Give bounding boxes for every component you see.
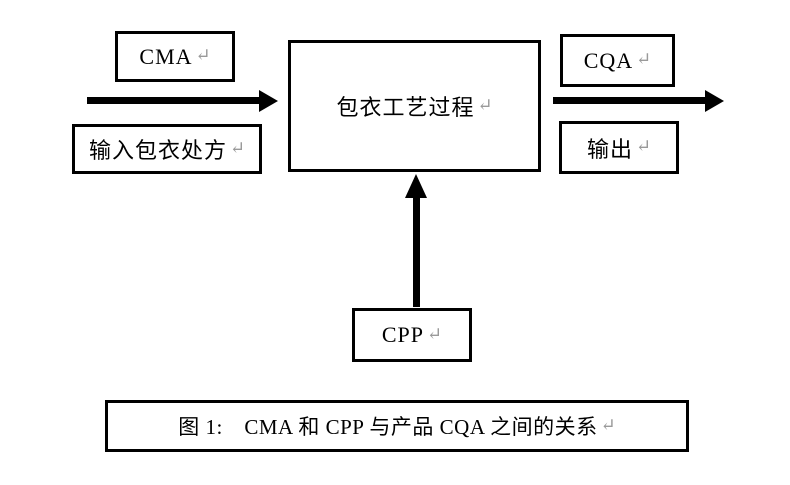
arrow-shaft: [87, 97, 261, 104]
arrow-head-right-icon: [705, 90, 724, 112]
cqa-box: CQA ↵: [560, 34, 675, 87]
paragraph-mark-icon: ↵: [636, 49, 652, 69]
paragraph-mark-icon: ↵: [229, 137, 246, 158]
arrow-shaft: [553, 97, 707, 104]
cma-label: CMA: [139, 43, 193, 69]
arrow-head-up-icon: [405, 174, 427, 198]
paragraph-mark-icon: ↵: [477, 94, 493, 115]
paragraph-mark-icon: ↵: [635, 136, 652, 156]
arrow-shaft: [413, 197, 420, 307]
paragraph-mark-icon: ↵: [427, 323, 443, 344]
figure-caption-box: 图 1: CMA 和 CPP 与产品 CQA 之间的关系 ↵: [105, 400, 689, 452]
arrow-head-right-icon: [259, 90, 278, 112]
output-box: 输出 ↵: [559, 121, 679, 174]
input-to-process-arrow: [87, 90, 278, 112]
cma-box: CMA ↵: [115, 31, 235, 82]
input-recipe-label: 输入包衣处方: [88, 138, 227, 163]
cqa-label: CQA: [583, 47, 634, 73]
input-recipe-box: 输入包衣处方 ↵: [72, 124, 262, 174]
process-to-output-arrow: [553, 90, 724, 112]
cpp-to-process-arrow: [405, 174, 428, 307]
output-label: 输出: [586, 136, 633, 162]
paragraph-mark-icon: ↵: [600, 414, 616, 435]
paragraph-mark-icon: ↵: [195, 45, 211, 65]
coating-process-box: 包衣工艺过程 ↵: [288, 40, 541, 172]
cpp-label: CPP: [381, 322, 425, 347]
coating-process-label: 包衣工艺过程: [336, 95, 475, 120]
figure-caption-label: 图 1: CMA 和 CPP 与产品 CQA 之间的关系: [178, 415, 598, 439]
cpp-box: CPP ↵: [352, 308, 472, 362]
